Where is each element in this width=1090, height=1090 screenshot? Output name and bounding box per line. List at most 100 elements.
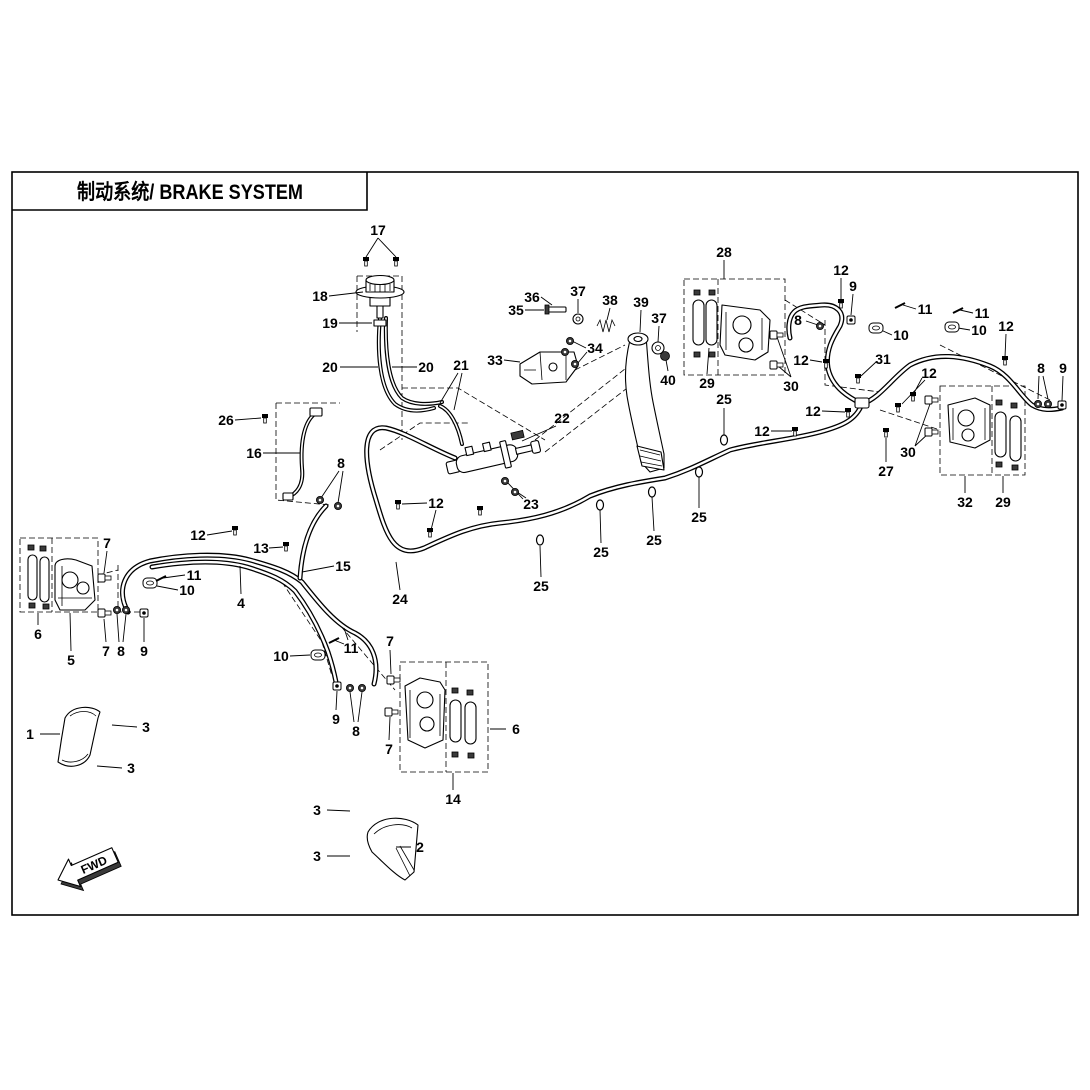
banjo-bolt <box>332 681 342 691</box>
brake-pad <box>1009 415 1022 462</box>
line-clamp <box>310 649 326 661</box>
pad-clip <box>693 289 701 296</box>
part-number-callout: 1 <box>26 726 34 742</box>
clip-bolt <box>883 428 889 438</box>
brake-master-cylinder <box>445 429 542 475</box>
part-number-callout: 30 <box>783 378 799 394</box>
brake-pad <box>994 411 1007 458</box>
part-number-callout: 28 <box>716 244 732 260</box>
washer-hole <box>513 490 517 494</box>
part-number-callout: 10 <box>179 582 195 598</box>
caliper-bolt <box>924 427 939 437</box>
part-number-callout: 38 <box>602 292 618 308</box>
bracket-hole <box>548 362 558 372</box>
washer-hole <box>124 608 128 612</box>
part-number-callout: 10 <box>273 648 289 664</box>
line-clip <box>595 499 605 511</box>
part-number-callout: 12 <box>428 495 444 511</box>
line-clip <box>719 434 729 446</box>
part-number-callout: 31 <box>875 351 891 367</box>
part-number-callout: 3 <box>142 719 150 735</box>
bolt-shank <box>824 362 828 369</box>
clip-bolt <box>232 526 238 536</box>
bolt-shank <box>776 362 784 368</box>
bolt-head <box>838 299 844 303</box>
brake-pedal <box>625 332 665 473</box>
rear-right-caliper-assembly <box>947 397 1022 471</box>
rear-left-caliper-assembly <box>692 289 771 361</box>
pad-clip <box>693 351 701 358</box>
bolt-shank <box>776 332 784 338</box>
part-number-callout: 8 <box>1037 360 1045 376</box>
bracket-edges <box>524 351 567 381</box>
reservoir-cap-top <box>365 274 395 286</box>
brake-fluid-reservoir <box>355 274 405 327</box>
part-number-callout: 9 <box>849 278 857 294</box>
washer-hole <box>348 686 352 690</box>
caliper-bolt <box>924 395 939 405</box>
part-number-callout: 29 <box>699 375 715 391</box>
front-line-15-outline <box>300 506 326 578</box>
clamp-pin <box>328 637 340 644</box>
banjo-center <box>849 318 853 322</box>
part-number-callout: 19 <box>322 315 338 331</box>
hose-fitting <box>282 492 294 501</box>
brake-pad <box>692 299 705 346</box>
bolt-head <box>386 675 395 685</box>
part-number-callout: 3 <box>313 802 321 818</box>
bolt-shank <box>364 260 368 267</box>
bolt-shank <box>478 509 482 516</box>
washer <box>1044 399 1053 408</box>
clip-bolt <box>895 403 901 413</box>
brake-lines <box>123 305 1062 684</box>
part-number-callout: 39 <box>633 294 649 310</box>
pad-clip <box>27 544 35 551</box>
pad-clip <box>39 545 47 552</box>
rear-brake-line-outline <box>367 404 862 551</box>
washer <box>333 501 342 510</box>
leader-lines <box>37 237 1064 857</box>
front-brake-line-outline <box>123 555 376 684</box>
line-clamp <box>944 321 960 333</box>
washer-hole <box>503 479 507 483</box>
banjo-center <box>142 611 146 615</box>
part-number-callout: 11 <box>344 640 359 656</box>
part-number-callout: 12 <box>190 527 206 543</box>
part-number-callout: 7 <box>102 643 110 659</box>
caliper-piston <box>416 691 434 709</box>
clip-bolt <box>823 359 829 369</box>
line-clip <box>535 534 545 546</box>
caliper-piston <box>732 315 752 335</box>
part-number-callout: 7 <box>385 741 393 757</box>
bolt-head <box>883 428 889 432</box>
part-number-callout: 20 <box>322 359 338 375</box>
inlet-hose-outline <box>438 404 464 446</box>
banjo-center <box>1060 403 1064 407</box>
washer-hole <box>575 316 581 322</box>
part-number-callout: 12 <box>805 403 821 419</box>
part-number-callout: 17 <box>370 222 386 238</box>
part-number-callout: 15 <box>335 558 351 574</box>
pedal-bracket <box>519 351 579 385</box>
clamp-body <box>868 322 884 334</box>
washer-hole <box>336 504 340 508</box>
caliper-piston <box>76 581 90 595</box>
guard-plate <box>366 817 419 881</box>
washer <box>561 347 570 356</box>
part-number-callout: 33 <box>487 352 503 368</box>
bolt-shank <box>263 417 267 424</box>
bolt-head <box>97 608 106 618</box>
washer <box>816 321 825 330</box>
part-number-callout: 25 <box>646 532 662 548</box>
caliper-bolt <box>97 573 112 583</box>
bolt-head <box>924 427 933 437</box>
part-number-callout: 25 <box>691 509 707 525</box>
part-number-callout: 37 <box>570 283 586 299</box>
washer-hole <box>360 686 364 690</box>
brake-pad <box>449 699 462 743</box>
front-guard-1 <box>57 706 101 767</box>
bolt-shank <box>846 411 850 418</box>
brake-pad <box>705 299 718 346</box>
part-number-callout: 36 <box>524 289 540 305</box>
washer <box>315 495 324 504</box>
